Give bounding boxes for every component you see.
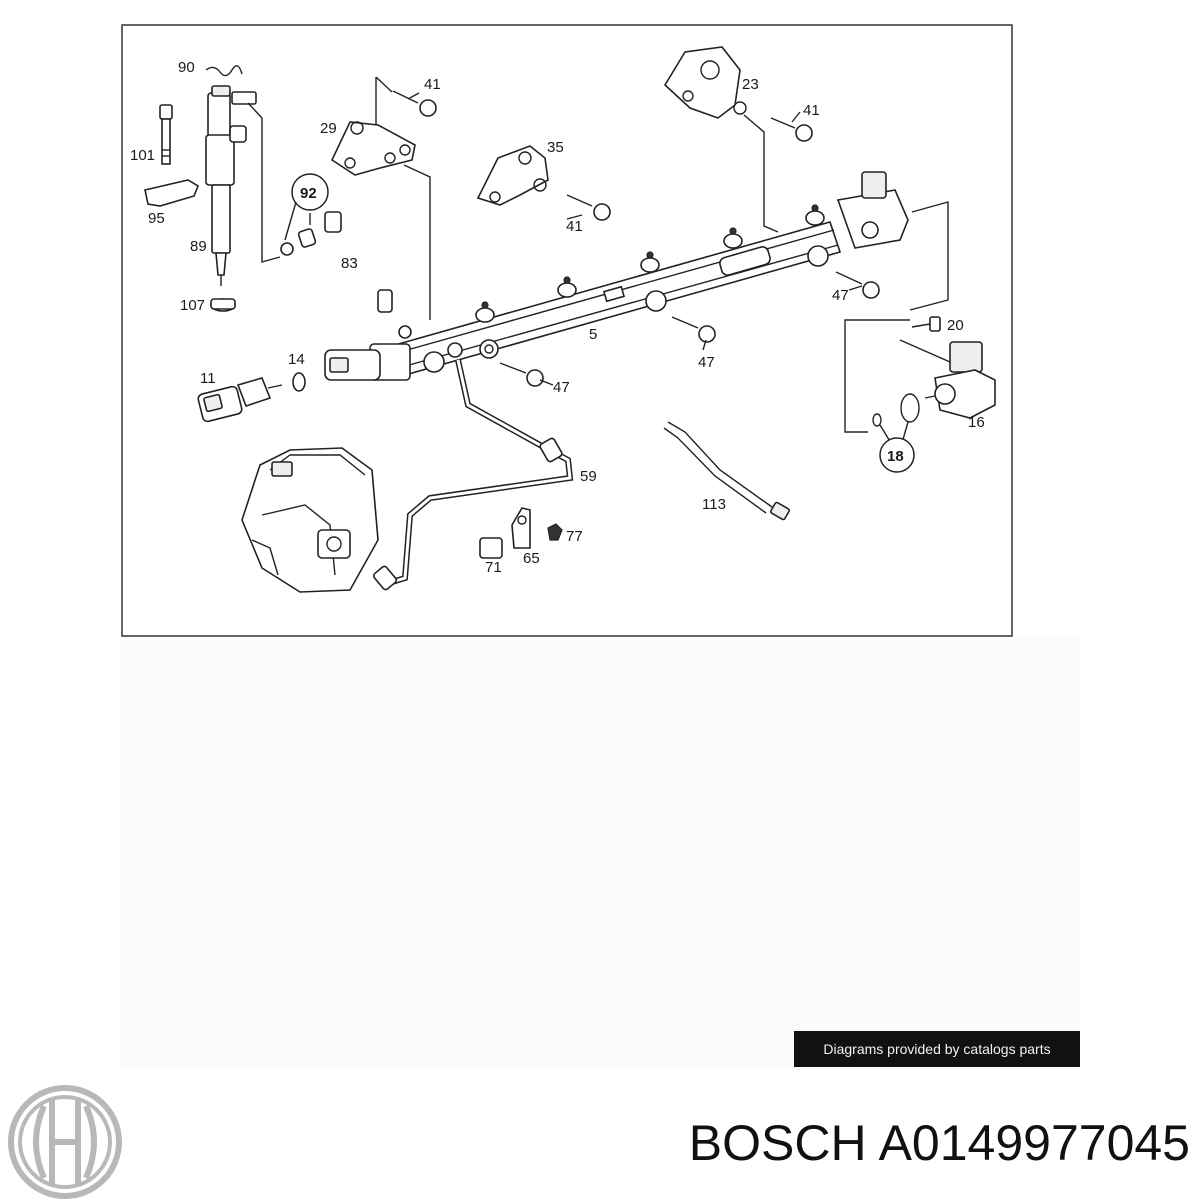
bosch-logo-icon — [8, 1085, 122, 1199]
pressure-regulator-16-part[interactable] — [899, 339, 996, 419]
callout-label: 16 — [968, 414, 985, 431]
callout-label: 89 — [190, 238, 207, 255]
bolt-47b-part[interactable] — [671, 316, 716, 343]
claw-95-part[interactable] — [144, 179, 199, 207]
callout-label: 101 — [130, 147, 155, 164]
fuel-rail-part[interactable] — [393, 171, 909, 376]
high-pressure-pump-part[interactable] — [241, 447, 379, 593]
callout-label: 20 — [947, 317, 964, 334]
bolt-101-part[interactable] — [159, 104, 173, 165]
diagram-backdrop — [120, 636, 1080, 1070]
diagram-credit-banner: Diagrams provided by catalogs parts — [794, 1031, 1080, 1067]
brand-name: BOSCH — [688, 1115, 867, 1171]
callout-label: 41 — [424, 76, 441, 93]
callout-circle-18 — [879, 437, 915, 473]
sleeve-71-part[interactable] — [479, 537, 503, 559]
callout-label: 107 — [180, 297, 205, 314]
callout-label: 113 — [702, 496, 726, 513]
callout-label: 59 — [580, 468, 597, 485]
bolt-47a-part[interactable] — [835, 271, 880, 299]
leader-lines — [407, 92, 863, 386]
callout-label: 47 — [832, 287, 849, 304]
bracket-29-part[interactable] — [330, 121, 416, 176]
callout-labels: 90 41 23 41 29 35 101 92 41 95 89 83 47 … — [130, 59, 985, 576]
clip-90-part[interactable] — [205, 65, 243, 77]
callout-label: 23 — [742, 76, 759, 93]
callout-label: 5 — [589, 326, 597, 343]
callout-label: 11 — [200, 370, 216, 387]
callout-label: 29 — [320, 120, 337, 137]
fitting-92-part[interactable] — [280, 213, 317, 256]
bolt-41a-part[interactable] — [392, 90, 437, 117]
sensor-11-part[interactable] — [197, 377, 283, 423]
callout-label: 14 — [288, 351, 305, 368]
callout-circle-92 — [291, 173, 329, 211]
injector-part[interactable] — [205, 85, 257, 286]
bracket-23-part[interactable] — [663, 46, 747, 119]
bolt-41b-part[interactable] — [770, 117, 813, 142]
bolt-41c-part[interactable] — [566, 194, 611, 221]
callout-label: 92 — [300, 185, 317, 202]
high-pressure-pipe-59-part[interactable] — [372, 359, 574, 591]
callout-label: 90 — [178, 59, 195, 76]
callout-label: 77 — [566, 528, 583, 545]
rail-pressure-sensor-part[interactable] — [324, 325, 463, 381]
washer-107-part[interactable] — [210, 298, 236, 312]
callout-label: 47 — [553, 379, 570, 396]
callout-label: 35 — [547, 139, 564, 156]
callout-label: 18 — [887, 448, 904, 465]
screw-77-part[interactable] — [547, 523, 563, 541]
bolt-47c-part[interactable] — [499, 362, 544, 387]
washer-14-part[interactable] — [292, 372, 306, 392]
callout-label: 65 — [523, 550, 540, 567]
callout-label: 41 — [566, 218, 583, 235]
callout-label: 47 — [698, 354, 715, 371]
callout-label: 71 — [485, 559, 502, 576]
cable-tie-113-part[interactable] — [663, 421, 790, 521]
clamp-65-part[interactable] — [511, 507, 531, 549]
product-title: BOSCH A0149977045 — [540, 1108, 1190, 1178]
bracket-35-part[interactable] — [476, 145, 549, 206]
callout-label: 41 — [803, 102, 820, 119]
bolt-20-part[interactable] — [911, 316, 941, 332]
part-number: A0149977045 — [878, 1115, 1190, 1171]
callout-label: 83 — [341, 255, 358, 272]
callout-label: 95 — [148, 210, 165, 227]
high-pressure-pipe-83-part[interactable] — [324, 210, 402, 313]
